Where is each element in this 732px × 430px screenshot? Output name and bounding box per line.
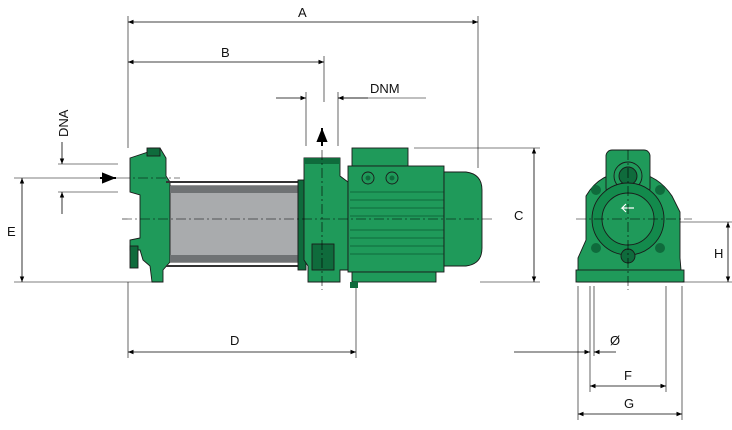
label-phi: Ø	[610, 333, 620, 348]
pump-front-view	[575, 149, 692, 290]
dimension-labels: A B DNM DNA E D C H Ø F G	[7, 5, 723, 411]
label-A: A	[298, 5, 307, 20]
label-C: C	[514, 208, 523, 223]
label-H: H	[714, 246, 723, 261]
pump-barrel	[169, 185, 299, 263]
motor-terminal-box	[351, 147, 409, 167]
label-D: D	[230, 333, 239, 348]
label-B: B	[221, 45, 230, 60]
dimension-lines	[14, 16, 732, 420]
pump-side-view	[100, 128, 492, 290]
label-E: E	[7, 224, 16, 239]
label-G: G	[624, 396, 634, 411]
label-F: F	[624, 368, 632, 383]
label-DNM: DNM	[370, 81, 400, 96]
label-DNA: DNA	[56, 109, 71, 137]
inlet-casing	[129, 147, 171, 283]
motor-fan-cover	[443, 171, 483, 267]
